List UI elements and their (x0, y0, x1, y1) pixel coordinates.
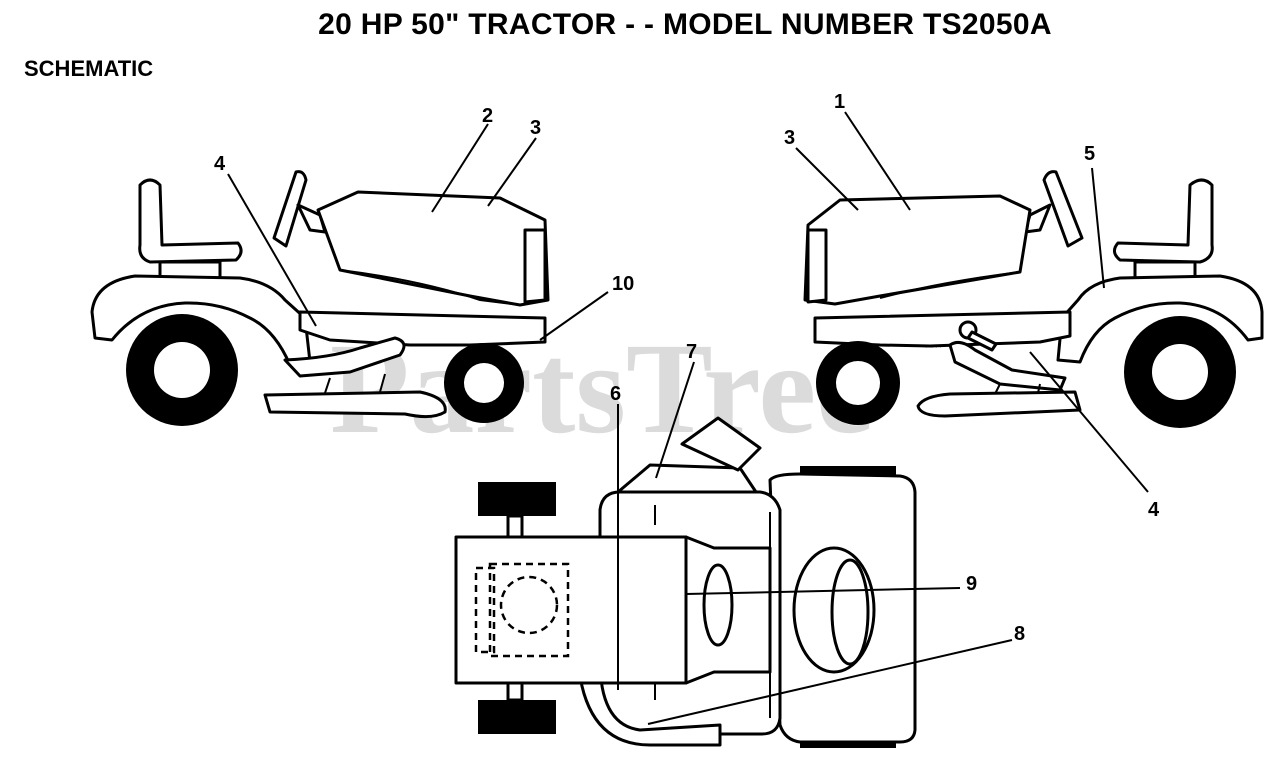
callout-label: 4 (1148, 499, 1160, 521)
callout-label: 5 (1084, 143, 1095, 165)
callout-label: 8 (1014, 623, 1025, 645)
right-mower-deck (916, 390, 1082, 418)
left-side-view: 4 2 3 10 (90, 105, 634, 426)
callout-label: 3 (530, 117, 541, 139)
callout-label: 9 (966, 573, 977, 595)
right-chassis (813, 310, 1072, 348)
left-hood (316, 190, 550, 307)
callout-label: 10 (612, 273, 634, 295)
callout-label: 3 (784, 127, 795, 149)
left-mower-deck (263, 390, 447, 419)
right-side-view: 3 1 5 4 (784, 91, 1264, 521)
schematic-label: SCHEMATIC (24, 56, 154, 81)
top-front-right-tire (478, 700, 556, 734)
right-seat (1113, 178, 1214, 264)
page-title: 20 HP 50" TRACTOR - - MODEL NUMBER TS205… (318, 8, 1052, 41)
callout-label: 6 (610, 383, 621, 405)
top-steering-wheel (680, 416, 762, 472)
right-steering-wheel (1042, 170, 1084, 248)
top-front-left-tire (478, 482, 556, 516)
left-seat (138, 178, 243, 264)
left-steering-wheel (272, 170, 308, 248)
callout-label: 4 (214, 153, 226, 175)
right-hood (803, 194, 1032, 306)
right-rear-body (1056, 274, 1264, 364)
callout-label: 2 (482, 105, 493, 127)
left-rear-body (90, 274, 312, 367)
left-chassis (298, 310, 547, 347)
top-view: 6 7 9 8 (454, 341, 1025, 748)
callout-label: 1 (834, 91, 845, 113)
callout-label: 7 (686, 341, 697, 363)
